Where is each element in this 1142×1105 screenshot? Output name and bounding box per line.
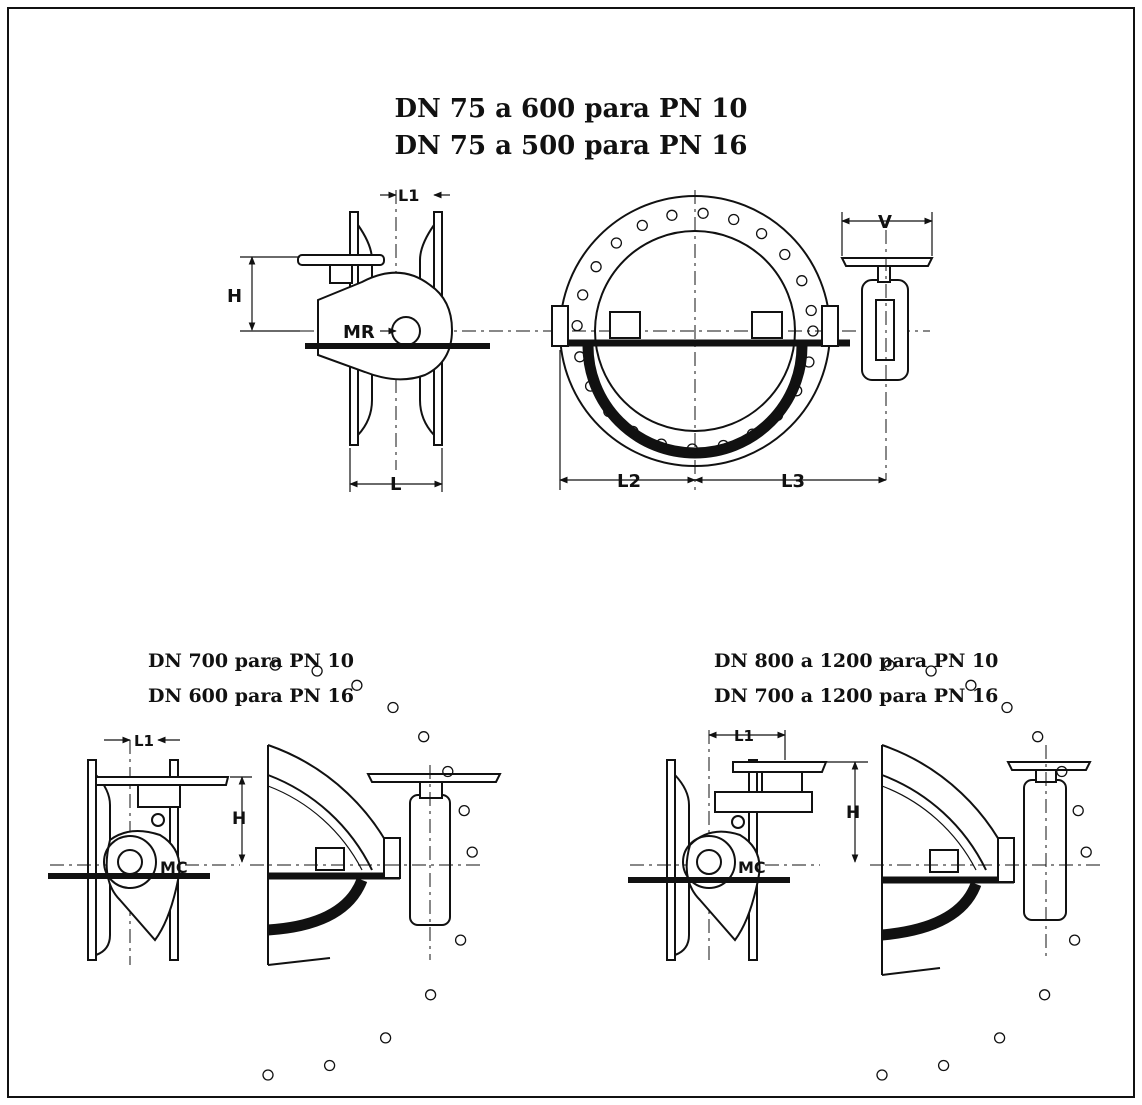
right-side-dimensions: [708, 730, 868, 863]
bolt-hole: [883, 659, 895, 671]
bolt-hole: [791, 385, 803, 397]
main-title-line2: DN 75 a 500 para PN 16: [394, 131, 748, 161]
drawing-frame: [7, 7, 1135, 1098]
bolt-hole: [311, 665, 323, 677]
main-title-line1: DN 75 a 600 para PN 10: [394, 94, 748, 124]
bolt-hole: [755, 227, 768, 240]
main-side-view: [297, 190, 560, 470]
right-title-line1: DN 800 a 1200 para PN 10: [714, 650, 999, 672]
bolt-hole: [925, 665, 937, 677]
bolt-hole: [746, 428, 759, 440]
main-l-label: L: [390, 474, 401, 495]
bolt-hole: [379, 1032, 392, 1044]
right-front-view: [870, 744, 1100, 976]
bolt-hole: [728, 213, 740, 226]
bolt-hole: [666, 209, 678, 221]
bolt-hole: [993, 1032, 1006, 1044]
bolt-hole: [805, 304, 817, 317]
right-flange-bolts: [876, 659, 1092, 1081]
main-v-label: V: [878, 212, 892, 233]
main-side-dimensions: [240, 191, 450, 492]
main-front-dimensions: [559, 212, 933, 490]
bolt-hole: [803, 356, 815, 368]
left-h-label: H: [232, 809, 246, 829]
main-h-label: H: [227, 286, 242, 307]
bolt-hole: [1072, 804, 1084, 817]
main-mr-label: MR: [343, 322, 375, 343]
main-front-view: [545, 190, 934, 490]
left-l1-label: L1: [134, 732, 154, 750]
bolt-hole: [269, 659, 281, 671]
bolt-hole: [796, 275, 808, 287]
main-flange-bolts: [571, 207, 819, 455]
bolt-hole: [1056, 765, 1068, 778]
bolt-hole: [424, 989, 437, 1001]
bolt-hole: [351, 679, 363, 691]
bolt-hole: [323, 1059, 336, 1072]
bolt-hole: [610, 237, 623, 249]
right-title-line2: DN 700 a 1200 para PN 16: [714, 685, 999, 707]
left-front-view: [250, 744, 502, 966]
bolt-hole: [1068, 934, 1081, 946]
right-side-view: [628, 730, 828, 965]
bolt-hole: [627, 425, 639, 438]
bolt-hole: [466, 846, 478, 858]
bolt-hole: [458, 804, 470, 817]
bolt-hole: [387, 701, 399, 714]
left-side-view: [48, 740, 240, 965]
right-mc-label: MC: [738, 858, 766, 877]
bolt-hole: [1001, 701, 1013, 714]
bolt-hole: [876, 1069, 888, 1081]
bolt-hole: [442, 765, 454, 778]
bolt-hole: [454, 934, 467, 946]
left-flange-bolts: [262, 659, 478, 1081]
right-l1-label: L1: [734, 727, 754, 745]
right-h-label: H: [846, 803, 860, 823]
main-l3-label: L3: [781, 471, 805, 492]
main-l1-label: L1: [398, 186, 419, 205]
left-mc-label: MC: [160, 858, 188, 877]
bolt-hole: [697, 207, 709, 219]
left-title-line2: DN 600 para PN 16: [148, 685, 354, 707]
bolt-hole: [584, 380, 597, 392]
main-l2-label: L2: [617, 471, 641, 492]
left-title-line1: DN 700 para PN 10: [148, 650, 354, 672]
bolt-hole: [1038, 989, 1051, 1001]
bolt-hole: [636, 219, 648, 232]
bolt-hole: [262, 1069, 274, 1081]
bolt-hole: [779, 248, 791, 261]
bolt-hole: [577, 289, 589, 301]
bolt-hole: [590, 261, 602, 273]
bolt-hole: [686, 443, 698, 455]
bolt-hole: [603, 405, 615, 418]
bolt-hole: [807, 325, 819, 337]
bolt-hole: [574, 351, 586, 363]
bolt-hole: [418, 731, 430, 743]
bolt-hole: [965, 679, 977, 691]
bolt-hole: [571, 319, 583, 332]
bolt-hole: [655, 438, 668, 450]
bolt-hole: [937, 1059, 950, 1072]
bolt-hole: [771, 409, 784, 422]
bolt-hole: [1080, 846, 1092, 858]
bolt-hole: [1032, 731, 1044, 743]
left-side-dimensions: [104, 736, 252, 863]
bolt-hole: [717, 439, 730, 452]
